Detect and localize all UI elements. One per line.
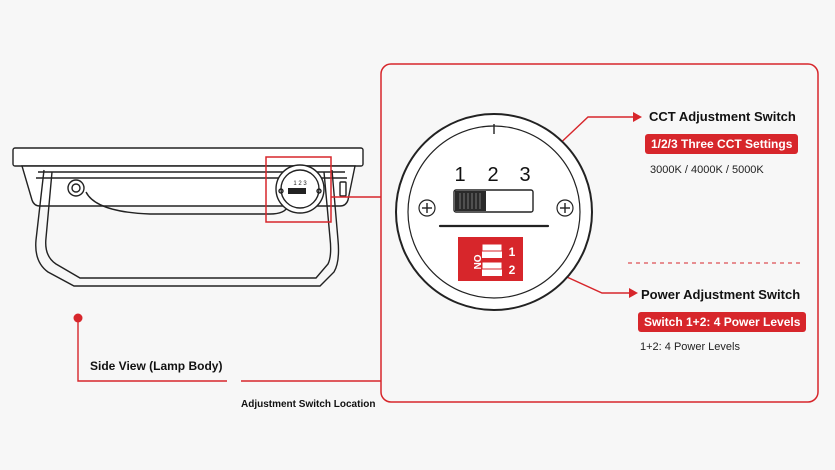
cct-position-3: 3: [519, 164, 530, 186]
side-view-leader: [77, 318, 227, 382]
location-label: Adjustment Switch Location: [241, 399, 376, 410]
mini-positions: 1 2 3: [293, 181, 307, 187]
lamp-housing: [21, 165, 356, 207]
power-values: 1+2: 4 Power Levels: [640, 341, 740, 353]
cct-title: CCT Adjustment Switch: [649, 109, 796, 124]
cct-slide-knob: [455, 191, 486, 211]
switch-highlight-box: [265, 156, 332, 223]
dip-on-label: ON: [471, 255, 482, 270]
side-view-label: Side View (Lamp Body): [90, 359, 223, 373]
dip-number-1: 1: [509, 245, 516, 259]
cct-badge: 1/2/3 Three CCT Settings: [645, 134, 799, 154]
cct-arrow-icon: [633, 112, 642, 122]
left-screw-icon: [418, 199, 436, 217]
power-cable: [85, 191, 289, 215]
zoom-frame: [380, 63, 819, 403]
lamp-body: [12, 147, 364, 287]
power-arrow-icon: [629, 288, 638, 298]
right-screw-icon: [556, 199, 574, 217]
cable-gland-icon: [67, 179, 85, 197]
side-view-dot: [73, 313, 83, 323]
mounting-bracket: [35, 169, 340, 287]
cct-values: 3000K / 4000K / 5000K: [650, 164, 764, 176]
cct-position-2: 2: [487, 164, 498, 186]
power-badge: Switch 1+2: 4 Power Levels: [638, 312, 807, 332]
power-title: Power Adjustment Switch: [641, 287, 801, 302]
cct-position-1: 1: [454, 164, 465, 186]
switch-dial: [395, 113, 593, 311]
dip-number-2: 2: [509, 263, 516, 277]
